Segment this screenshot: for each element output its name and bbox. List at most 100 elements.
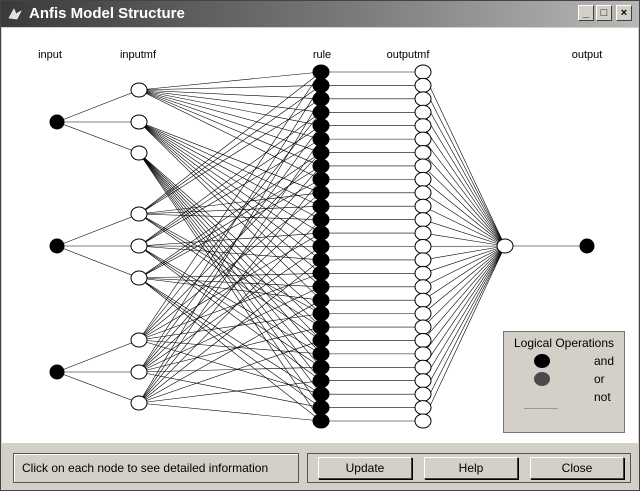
mf-rule-edge: [138, 245, 322, 355]
input-mf-edge: [56, 213, 140, 247]
update-button[interactable]: Update: [318, 457, 412, 479]
close-button[interactable]: Close: [530, 457, 624, 479]
rule-node[interactable]: [312, 225, 330, 241]
inputmf-node[interactable]: [130, 332, 148, 348]
outputmf-output-edge: [422, 219, 506, 247]
mf-rule-edge: [138, 245, 322, 368]
mf-rule-edge: [138, 339, 322, 355]
rule-node[interactable]: [312, 346, 330, 362]
outputmf-node[interactable]: [414, 225, 432, 241]
input-mf-edge: [56, 245, 140, 279]
mf-rule-edge: [138, 299, 322, 404]
output-node[interactable]: [579, 238, 595, 254]
input-node[interactable]: [49, 238, 65, 254]
help-button[interactable]: Help: [424, 457, 518, 479]
mf-rule-edge: [138, 245, 322, 381]
rule-node[interactable]: [312, 239, 330, 254]
outputmf-node[interactable]: [414, 158, 432, 174]
rule-node[interactable]: [312, 359, 330, 375]
rule-node[interactable]: [312, 386, 330, 402]
outputmf-node[interactable]: [414, 104, 432, 120]
input-mf-edge: [56, 89, 140, 123]
rule-node[interactable]: [312, 279, 330, 295]
rule-node[interactable]: [312, 118, 330, 134]
anfis-network-diagram: input inputmf rule outputmf output: [38, 49, 602, 429]
title-bar: Anfis Model Structure _ □ ×: [1, 1, 639, 27]
rule-node[interactable]: [312, 373, 330, 389]
rule-node[interactable]: [312, 158, 330, 174]
outputmf-node[interactable]: [414, 145, 432, 161]
outputmf-node[interactable]: [414, 413, 432, 429]
rule-node[interactable]: [312, 292, 330, 308]
outputmf-node[interactable]: [414, 212, 432, 228]
mf-rule-edge: [138, 89, 322, 126]
close-window-button[interactable]: ×: [616, 5, 632, 21]
outputmf-node[interactable]: [414, 373, 432, 389]
rule-node[interactable]: [312, 131, 330, 147]
outputmf-node[interactable]: [414, 386, 432, 402]
outputmf-node[interactable]: [414, 332, 432, 348]
outputmf-node[interactable]: [414, 64, 432, 80]
rule-node[interactable]: [312, 64, 330, 80]
maximize-button[interactable]: □: [596, 5, 612, 21]
rule-node[interactable]: [312, 77, 330, 93]
outputmf-node[interactable]: [414, 198, 432, 214]
rule-node[interactable]: [312, 145, 330, 161]
rule-node[interactable]: [312, 265, 330, 281]
mf-rule-edge: [138, 371, 322, 408]
outputmf-output-edge: [422, 85, 506, 247]
rule-node[interactable]: [312, 104, 330, 120]
outputmf-node[interactable]: [414, 359, 432, 375]
mf-rule-edge: [138, 152, 322, 314]
outputmf-node[interactable]: [414, 400, 432, 416]
input-mf-edge: [56, 339, 140, 373]
rule-node[interactable]: [312, 185, 330, 201]
inputmf-node[interactable]: [130, 114, 148, 130]
rule-node[interactable]: [312, 306, 330, 322]
outputmf-node[interactable]: [414, 252, 432, 268]
outputmf-node[interactable]: [414, 306, 432, 322]
output-sum-node[interactable]: [496, 238, 514, 254]
mf-rule-edge: [138, 152, 322, 408]
input-node[interactable]: [49, 364, 65, 380]
mf-rule-edge: [138, 121, 322, 234]
outputmf-node[interactable]: [414, 346, 432, 362]
outputmf-node[interactable]: [414, 185, 432, 201]
input-node[interactable]: [49, 114, 65, 130]
outputmf-node[interactable]: [414, 77, 432, 93]
mf-rule-edge: [138, 112, 322, 247]
outputmf-output-edge: [422, 138, 506, 247]
mf-rule-edge: [138, 152, 322, 368]
outputmf-node[interactable]: [414, 319, 432, 335]
outputmf-node[interactable]: [414, 239, 432, 254]
rule-node[interactable]: [312, 91, 330, 107]
inputmf-node[interactable]: [130, 145, 148, 161]
node-layer: [49, 64, 595, 429]
inputmf-node[interactable]: [130, 270, 148, 286]
button-panel: Update Help Close: [307, 453, 631, 483]
outputmf-node[interactable]: [414, 265, 432, 281]
mf-rule-edge: [138, 152, 322, 422]
inputmf-node[interactable]: [130, 82, 148, 98]
rule-node[interactable]: [312, 171, 330, 187]
minimize-button[interactable]: _: [578, 5, 594, 21]
inputmf-node[interactable]: [130, 206, 148, 222]
outputmf-node[interactable]: [414, 91, 432, 107]
outputmf-node[interactable]: [414, 292, 432, 308]
rule-node[interactable]: [312, 252, 330, 268]
inputmf-node[interactable]: [130, 238, 148, 254]
rule-node[interactable]: [312, 400, 330, 416]
rule-node[interactable]: [312, 319, 330, 335]
inputmf-node[interactable]: [130, 364, 148, 380]
outputmf-node[interactable]: [414, 118, 432, 134]
outputmf-node[interactable]: [414, 279, 432, 295]
rule-node[interactable]: [312, 332, 330, 348]
outputmf-node[interactable]: [414, 131, 432, 147]
rule-node[interactable]: [312, 198, 330, 214]
outputmf-node[interactable]: [414, 171, 432, 187]
inputmf-node[interactable]: [130, 395, 148, 411]
rule-node[interactable]: [312, 212, 330, 228]
rule-node[interactable]: [312, 413, 330, 429]
mf-rule-edge: [138, 179, 322, 404]
mf-rule-edge: [138, 89, 322, 113]
